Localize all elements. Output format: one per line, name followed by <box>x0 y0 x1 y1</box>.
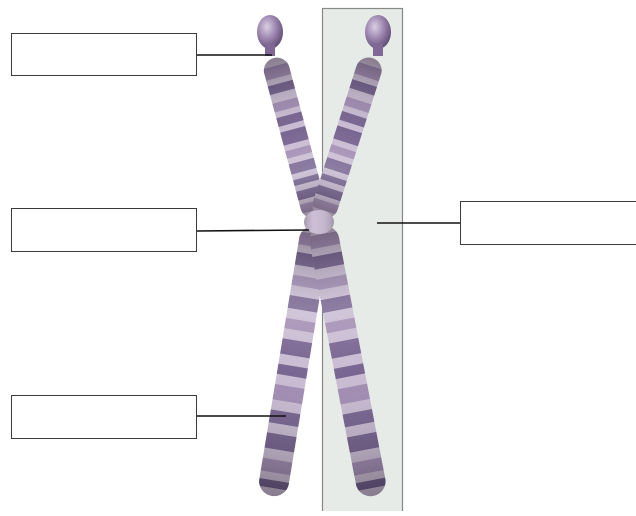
telomere-right-neck <box>373 44 383 56</box>
telomere-left-knob <box>257 15 283 49</box>
leader-line-middle <box>197 230 309 231</box>
label-box-right[interactable] <box>460 201 636 245</box>
label-box-bottom-left[interactable] <box>11 395 197 439</box>
label-box-top-left[interactable] <box>11 33 197 76</box>
label-box-middle-left[interactable] <box>11 208 197 252</box>
telomere-right-knob <box>365 15 391 49</box>
